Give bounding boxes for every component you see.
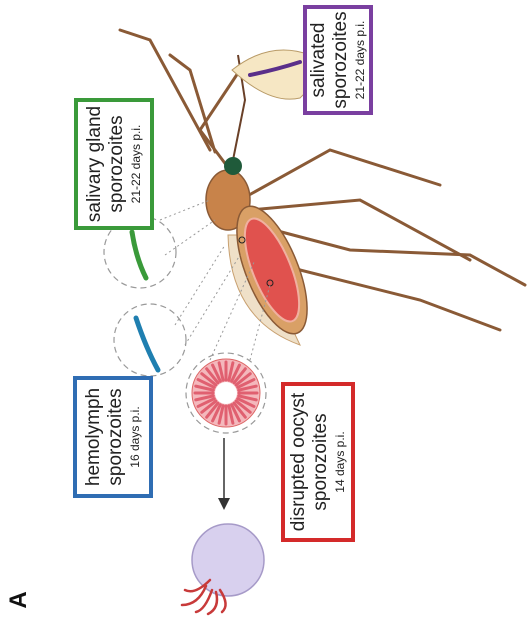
label-hemolymph-sporozoites: hemolymph sporozoites 16 days p.i.	[73, 376, 153, 498]
label-disrupted-oocyst-sporozoites: disrupted oocyst sporozoites 14 days p.i…	[281, 382, 355, 542]
label-line: hemolymph	[83, 388, 105, 486]
label-days: 16 days p.i.	[129, 406, 143, 467]
hemolymph-inset	[114, 304, 186, 376]
arrow-head	[218, 498, 230, 510]
label-salivary-gland-sporozoites: salivary gland sporozoites 21-22 days p.…	[74, 98, 154, 230]
label-line: sporozoites	[310, 413, 332, 510]
label-line: salivated	[308, 23, 330, 98]
label-line: sporozoites	[105, 388, 127, 485]
oocyst-center	[215, 382, 237, 404]
label-days: 14 days p.i.	[334, 431, 348, 492]
label-line: salivary gland	[84, 106, 106, 222]
hemolymph-sporozoite-icon	[136, 318, 158, 370]
label-days: 21-22 days p.i.	[354, 21, 368, 100]
label-salivated-sporozoites: salivated sporozoites 21-22 days p.i.	[303, 5, 373, 115]
panel-letter: A	[5, 587, 33, 613]
label-line: disrupted oocyst	[288, 393, 310, 531]
label-line: sporozoites	[330, 11, 352, 108]
label-days: 21-22 days p.i.	[130, 125, 144, 204]
salivary-sporozoite-icon	[132, 232, 146, 278]
label-line: sporozoites	[106, 115, 128, 212]
mosquito-head	[224, 157, 242, 175]
